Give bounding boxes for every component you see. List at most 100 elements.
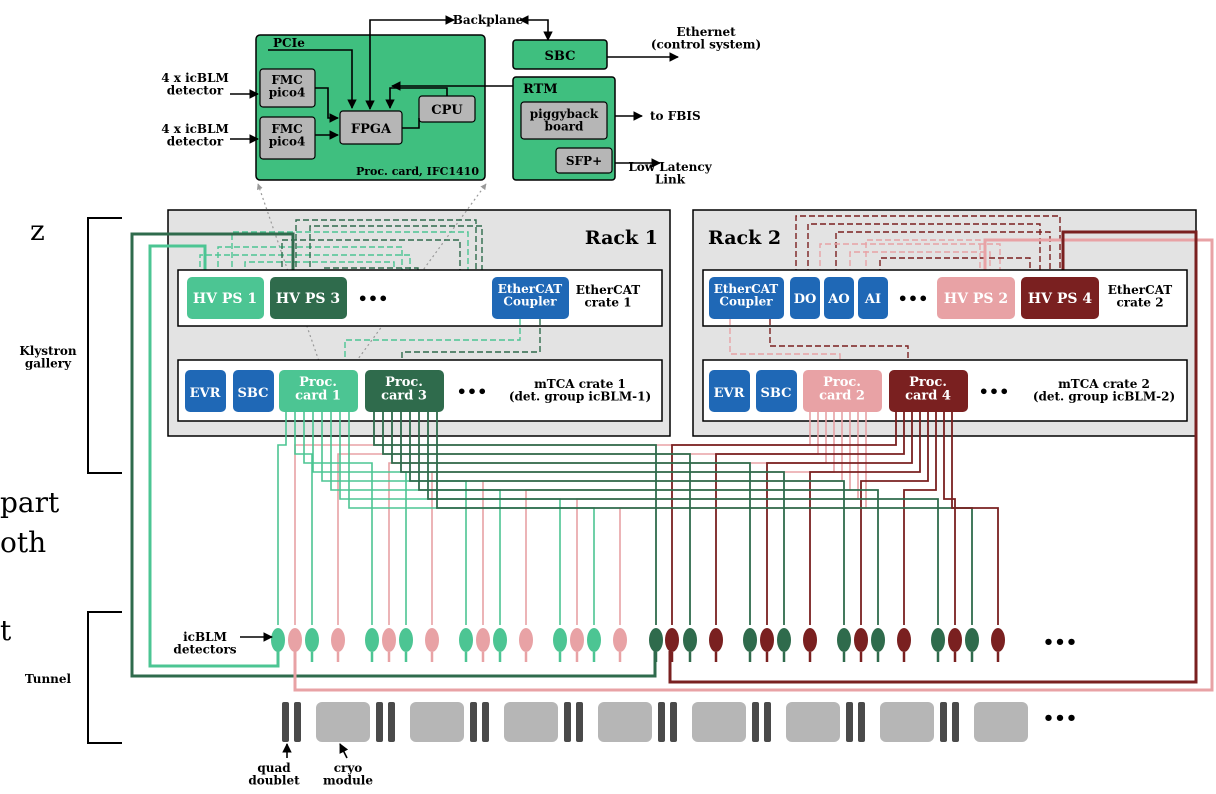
quad-magnet <box>752 702 759 742</box>
proc-card-2 <box>803 370 882 412</box>
region-tunnel: Tunnel <box>25 672 72 686</box>
side-fragment-1: z <box>30 214 45 247</box>
icblm-detector <box>519 628 533 652</box>
svg-text:RTM: RTM <box>523 82 558 97</box>
icblm-detector <box>665 628 679 652</box>
icblm-detector <box>743 628 757 652</box>
ethercat-coupler-2 <box>709 277 784 319</box>
quad-magnet <box>470 702 477 742</box>
hv-ps-1 <box>187 277 264 319</box>
svg-text:AO: AO <box>827 292 849 307</box>
evr-1 <box>185 370 226 412</box>
svg-text:•••: ••• <box>358 289 389 308</box>
quad-magnet <box>670 702 677 742</box>
icblm-detector <box>553 628 567 652</box>
piggyback-board <box>520 101 608 140</box>
sbc-top: SBC <box>512 39 608 70</box>
fmc-pico4-2 <box>259 116 316 160</box>
rack-1-title: Rack 1 <box>585 227 658 249</box>
tunnel-ellipsis-2: ••• <box>1043 708 1078 729</box>
tunnel-bracket <box>87 611 122 744</box>
detector-cables <box>277 412 999 625</box>
icblm-detector <box>777 628 791 652</box>
detector-cable <box>766 412 913 625</box>
evr-2 <box>709 370 750 412</box>
quad-magnet <box>658 702 665 742</box>
svg-text:•••: ••• <box>979 382 1010 401</box>
svg-text:EVR: EVR <box>714 386 745 401</box>
icblm-detector <box>991 628 1005 652</box>
ao-module <box>824 277 854 319</box>
detector-cable <box>576 412 859 625</box>
svg-text:SBC: SBC <box>545 49 576 64</box>
pcie-label: PCIe <box>273 36 305 50</box>
sfp-plus <box>555 147 613 174</box>
svg-text:Proc.card 4: Proc.card 4 <box>905 375 951 404</box>
svg-text:HV PS 4: HV PS 4 <box>1028 291 1092 307</box>
icblm-detector <box>948 628 962 652</box>
quad-magnet <box>952 702 959 742</box>
hv-ps-2 <box>937 277 1015 319</box>
svg-text:•••: ••• <box>898 289 929 308</box>
detector-cable <box>943 412 956 625</box>
detector-cable <box>348 412 595 625</box>
svg-text:HV PS 2: HV PS 2 <box>944 291 1008 307</box>
icblm-detector <box>587 628 601 652</box>
detector-cable <box>525 412 851 625</box>
gallery-bracket <box>87 217 122 474</box>
icblm-detector <box>399 628 413 652</box>
region-brackets <box>87 217 122 744</box>
ethercat-coupler-1 <box>492 277 569 319</box>
detector-cable <box>418 412 879 625</box>
cryo-module <box>786 702 840 742</box>
icblm-detector <box>288 628 302 652</box>
cryo-module <box>410 702 464 742</box>
side-fragment-3: oth <box>0 526 46 559</box>
detector-cable <box>388 412 827 625</box>
cable-lightgreen-long <box>148 244 280 668</box>
do-module <box>790 277 820 319</box>
svg-text:SBC: SBC <box>238 386 269 401</box>
icblm-detector <box>459 628 473 652</box>
cable-darkgreen-long <box>130 232 657 678</box>
icblm-detector <box>493 628 507 652</box>
proc-card-4 <box>889 370 968 412</box>
side-fragment-4: t <box>0 614 12 647</box>
svg-text:mTCA crate 1(det. group icBLM-: mTCA crate 1(det. group icBLM-1) <box>509 377 651 404</box>
icblm-detector <box>897 628 911 652</box>
detector-cable <box>277 412 287 625</box>
cryo-module <box>974 702 1028 742</box>
quad-magnet <box>764 702 771 742</box>
detector-cable <box>382 412 691 625</box>
detector-cable <box>715 412 905 625</box>
backplane-label: Backplane <box>453 13 524 27</box>
icblm-detector <box>965 628 979 652</box>
icblm-detector <box>854 628 868 652</box>
svg-text:Proc.card 1: Proc.card 1 <box>295 375 341 404</box>
detector-cable <box>482 412 843 625</box>
svg-text:•••: ••• <box>457 382 488 401</box>
hv-ps-3 <box>270 277 347 319</box>
svg-text:AI: AI <box>864 292 881 307</box>
mtca-crate-2: EVR SBC Proc.card 2 Proc.card 4 ••• mTCA… <box>702 359 1188 422</box>
detector-cable <box>303 412 373 625</box>
quad-magnet <box>576 702 583 742</box>
icblm-detector <box>613 628 627 652</box>
cryo-module <box>316 702 370 742</box>
quad-magnet <box>388 702 395 742</box>
svg-text:Proc.card 3: Proc.card 3 <box>381 375 427 404</box>
svg-text:EVR: EVR <box>190 386 221 401</box>
cable-pink-long <box>293 238 1214 692</box>
